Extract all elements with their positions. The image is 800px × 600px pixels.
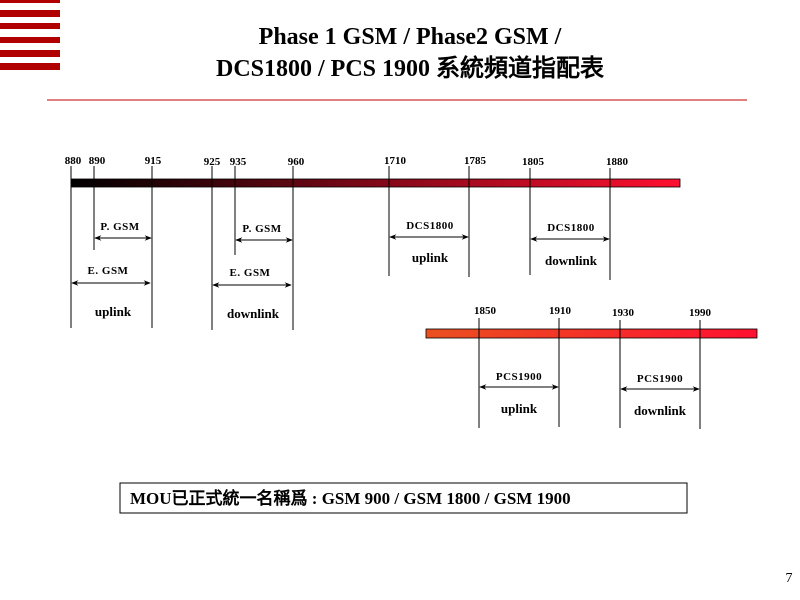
- title-line-2: DCS1800 / PCS 1900 系統頻道指配表: [216, 54, 605, 82]
- tick-label: 1930: [612, 307, 635, 319]
- dcs-uplink-label: uplink: [412, 250, 449, 265]
- gsm-dcs-band-bar: [70, 178, 681, 188]
- page-number: 7: [786, 571, 793, 586]
- p-gsm-uplink-label: P. GSM: [100, 221, 139, 233]
- dcs-uplink-band-label: DCS1800: [406, 220, 454, 232]
- gsm-uplink-label: uplink: [95, 304, 132, 319]
- tick-label: 1710: [384, 155, 407, 167]
- tick-label: 925: [204, 156, 221, 168]
- tick-label: 1910: [549, 305, 572, 317]
- note-text: MOU已正式統一名稱爲 : GSM 900 / GSM 1800 / GSM 1…: [130, 488, 571, 508]
- e-gsm-downlink-label: E. GSM: [230, 267, 271, 279]
- tick-label: 915: [145, 155, 162, 167]
- pcs-band-bar: [425, 328, 758, 339]
- pcs-downlink-label: downlink: [634, 403, 687, 418]
- note-box: [119, 482, 688, 514]
- pcs-uplink-band-label: PCS1900: [496, 371, 542, 383]
- pcs-uplink-label: uplink: [501, 401, 538, 416]
- dcs-downlink-label: downlink: [545, 253, 598, 268]
- e-gsm-uplink-label: E. GSM: [88, 265, 129, 277]
- tick-label: 1850: [474, 305, 497, 317]
- gsm-downlink-label: downlink: [227, 306, 280, 321]
- tick-label: 1990: [689, 307, 712, 319]
- tick-label: 1785: [464, 155, 487, 167]
- tick-label: 880: [65, 155, 82, 167]
- dcs-downlink-band-label: DCS1800: [547, 222, 595, 234]
- title-line-1: Phase 1 GSM / Phase2 GSM /: [259, 24, 562, 50]
- pcs-ticks: [478, 318, 701, 429]
- tick-label: 960: [288, 156, 305, 168]
- pcs-downlink-band-label: PCS1900: [637, 373, 683, 385]
- logo-stripes: [0, 0, 60, 70]
- tick-label: 935: [230, 156, 247, 168]
- tick-label: 1880: [606, 156, 629, 168]
- p-gsm-downlink-label: P. GSM: [242, 223, 281, 235]
- tick-label: 890: [89, 155, 106, 167]
- gsm-dcs-ticks: [70, 166, 611, 330]
- tick-label: 1805: [522, 156, 545, 168]
